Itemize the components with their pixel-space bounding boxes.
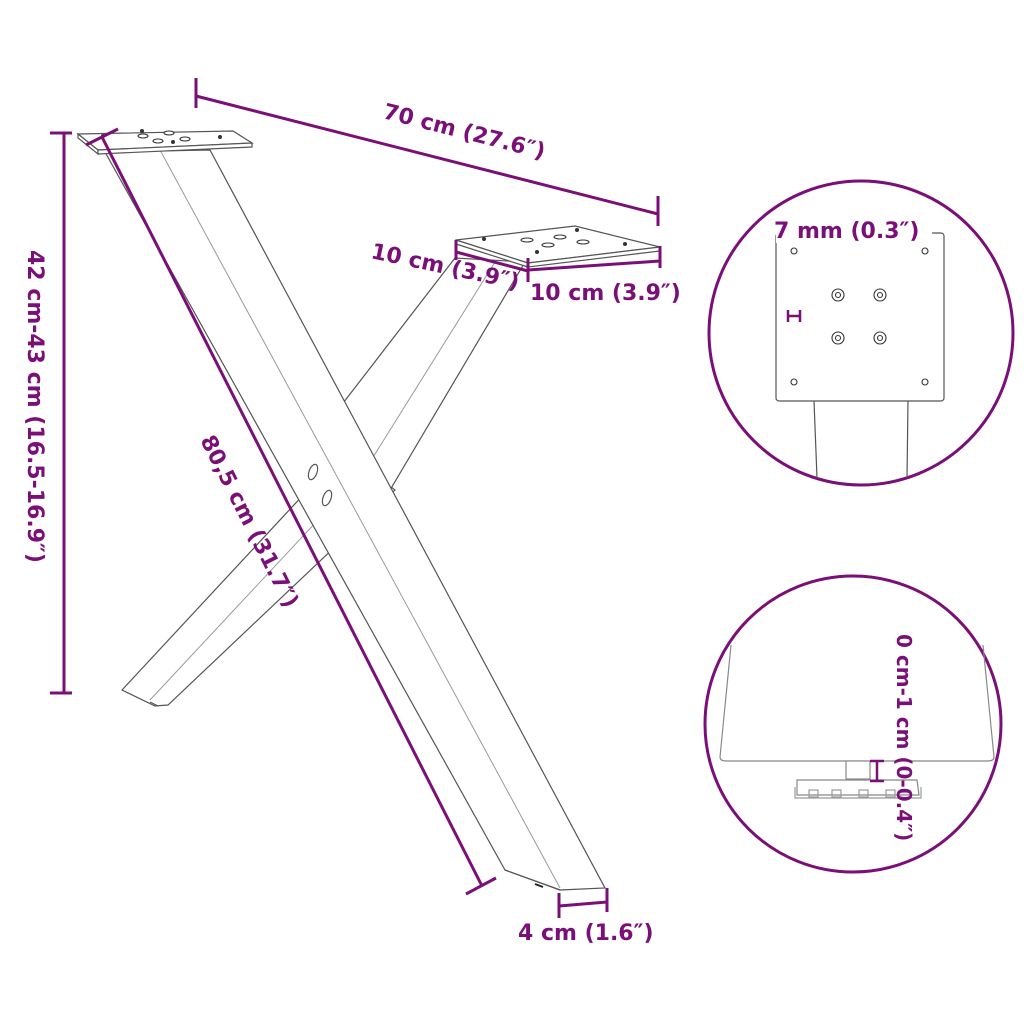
plate-thickness-label: 7 mm (0.3″) [774, 219, 919, 244]
foot-detail-callout: 0 cm-1 cm (0-0.4″) [703, 574, 1003, 874]
thickness-marker-icon [786, 310, 802, 322]
dimension-top-width: 70 cm (27.6″) [194, 78, 660, 226]
top-width-label: 70 cm (27.6″) [381, 100, 548, 165]
plate-width-label: 10 cm (3.9″) [530, 281, 681, 306]
mounting-hole-icon [831, 288, 887, 345]
height-label: 42 cm-43 cm (16.5-16.9″) [22, 250, 47, 563]
dimension-diagonal: 80,5 cm (31.7″) [85, 127, 497, 896]
height-adjust-marker-icon [870, 759, 884, 783]
profile-width-label: 4 cm (1.6″) [518, 921, 654, 946]
foot-adjust-label: 0 cm-1 cm (0-0.4″) [892, 634, 916, 841]
dimension-profile-width: 4 cm (1.6″) [518, 888, 654, 946]
dimension-height: 42 cm-43 cm (16.5-16.9″) [22, 131, 72, 695]
bolt-hole-icon [307, 463, 319, 481]
bolt-hole-icon [321, 489, 333, 507]
plate-detail-callout: 7 mm (0.3″) [707, 179, 1015, 487]
front-leg [103, 149, 606, 891]
